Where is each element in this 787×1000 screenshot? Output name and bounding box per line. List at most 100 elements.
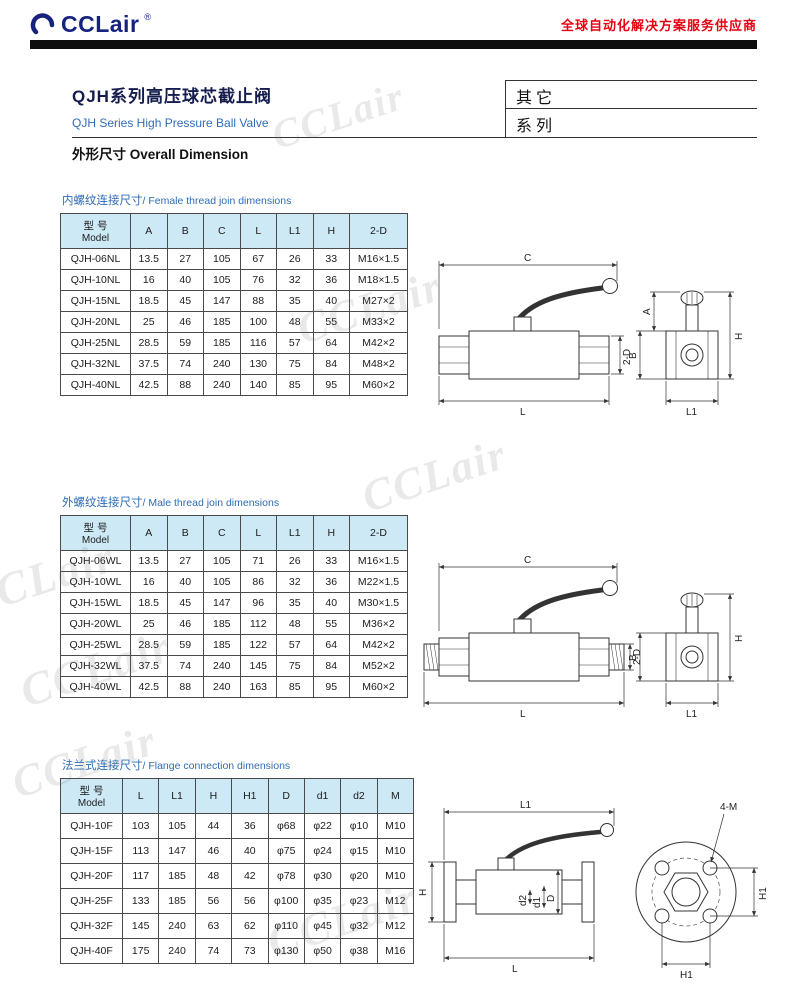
dim-label-b: B	[628, 352, 639, 359]
value-cell: 37.5	[130, 353, 168, 375]
value-cell: 42.5	[130, 676, 168, 698]
value-cell: φ24	[303, 838, 342, 864]
value-cell: 74	[166, 655, 204, 677]
model-cell: QJH-20WL	[60, 613, 131, 635]
value-cell: φ110	[267, 913, 305, 939]
value-cell: 100	[239, 311, 277, 333]
column-header: d1	[303, 778, 342, 814]
model-cell: QJH-10F	[60, 813, 123, 839]
value-cell: M60×2	[349, 676, 408, 698]
model-cell: QJH-25F	[60, 888, 123, 914]
dim-label-b: B	[628, 654, 639, 661]
valve-front-view	[443, 823, 614, 923]
value-cell: M33×2	[349, 311, 408, 333]
dim-label-l: L	[520, 407, 526, 418]
value-cell: 240	[158, 938, 196, 964]
value-cell: 36	[312, 269, 350, 291]
value-cell: φ15	[340, 838, 378, 864]
dim-label-h: H	[418, 889, 429, 896]
heading-cn: 外螺纹连接尺寸	[62, 497, 143, 509]
value-cell: 28.5	[130, 332, 168, 354]
value-cell: 25	[130, 613, 168, 635]
value-cell: 57	[276, 332, 314, 354]
heading-cn: 法兰式连接尺寸	[62, 760, 143, 772]
model-cell: QJH-15F	[60, 838, 123, 864]
value-cell: 44	[194, 813, 233, 839]
value-cell: 36	[231, 813, 269, 839]
page-header: CCLair ® 全球自动化解决方案服务供应商	[30, 10, 757, 38]
column-header: A	[130, 515, 168, 551]
value-cell: 95	[312, 676, 350, 698]
dim-label-l1: L1	[520, 800, 532, 811]
value-cell: 85	[276, 374, 314, 396]
value-cell: 240	[203, 655, 241, 677]
column-header: L	[239, 213, 277, 249]
dim-label-h1-bottom: H1	[680, 970, 693, 981]
value-cell: 46	[166, 311, 204, 333]
value-cell: M30×1.5	[349, 592, 408, 614]
valve-front-view	[423, 580, 625, 682]
value-cell: M18×1.5	[349, 269, 408, 291]
model-column-header: 型 号 Model	[60, 213, 131, 249]
column-header: L1	[158, 778, 196, 814]
value-cell: 37.5	[130, 655, 168, 677]
value-cell: 62	[231, 913, 269, 939]
male-thread-section: 外螺纹连接尺寸/ Male thread join dimensions 型 号…	[60, 494, 775, 746]
model-header-cn: 型 号	[83, 220, 108, 232]
column-header: B	[166, 213, 204, 249]
value-cell: 26	[276, 248, 314, 270]
column-header: 2-D	[349, 213, 408, 249]
value-cell: 33	[312, 248, 350, 270]
value-cell: M16×1.5	[349, 248, 408, 270]
model-cell: QJH-20F	[60, 863, 123, 889]
value-cell: 25	[130, 311, 168, 333]
value-cell: φ130	[267, 938, 305, 964]
value-cell: 48	[276, 613, 314, 635]
company-tagline: 全球自动化解决方案服务供应商	[560, 17, 757, 33]
logo-text: CCLair	[61, 10, 140, 37]
dim-label-c: C	[524, 253, 531, 264]
value-cell: φ32	[340, 913, 378, 939]
value-cell: φ30	[303, 863, 342, 889]
value-cell: M16×1.5	[349, 550, 408, 572]
value-cell: 45	[166, 592, 204, 614]
dim-label-d2: d2	[518, 894, 529, 906]
value-cell: 105	[203, 269, 241, 291]
value-cell: 105	[203, 550, 241, 572]
value-cell: 105	[203, 571, 241, 593]
model-cell: QJH-15WL	[60, 592, 131, 614]
value-cell: 59	[166, 634, 204, 656]
column-header: H	[312, 213, 350, 249]
male-table-heading: 外螺纹连接尺寸/ Male thread join dimensions	[62, 494, 775, 510]
model-header-en: Model	[81, 535, 110, 546]
column-header: L	[121, 778, 160, 814]
value-cell: φ78	[267, 863, 305, 889]
value-cell: 64	[312, 634, 350, 656]
registered-mark: ®	[144, 11, 152, 22]
value-cell: M52×2	[349, 655, 408, 677]
value-cell: 86	[239, 571, 277, 593]
value-cell: 71	[239, 550, 277, 572]
dim-label-l: L	[512, 964, 518, 975]
value-cell: 13.5	[130, 550, 168, 572]
male-valve-drawing: C L 2-D B H L1	[414, 545, 748, 746]
valve-front-view	[438, 278, 618, 380]
value-cell: 85	[276, 676, 314, 698]
dim-label-d1: d1	[532, 896, 543, 908]
value-cell: φ10	[340, 813, 378, 839]
dimension-lines	[428, 808, 758, 968]
titles: QJH系列高压球芯截止阀 QJH Series High Pressure Ba…	[72, 80, 272, 137]
value-cell: 73	[231, 938, 269, 964]
value-cell: 35	[276, 592, 314, 614]
dim-label-2d: 2-D	[632, 649, 643, 665]
value-cell: 185	[203, 634, 241, 656]
value-cell: 140	[239, 374, 277, 396]
